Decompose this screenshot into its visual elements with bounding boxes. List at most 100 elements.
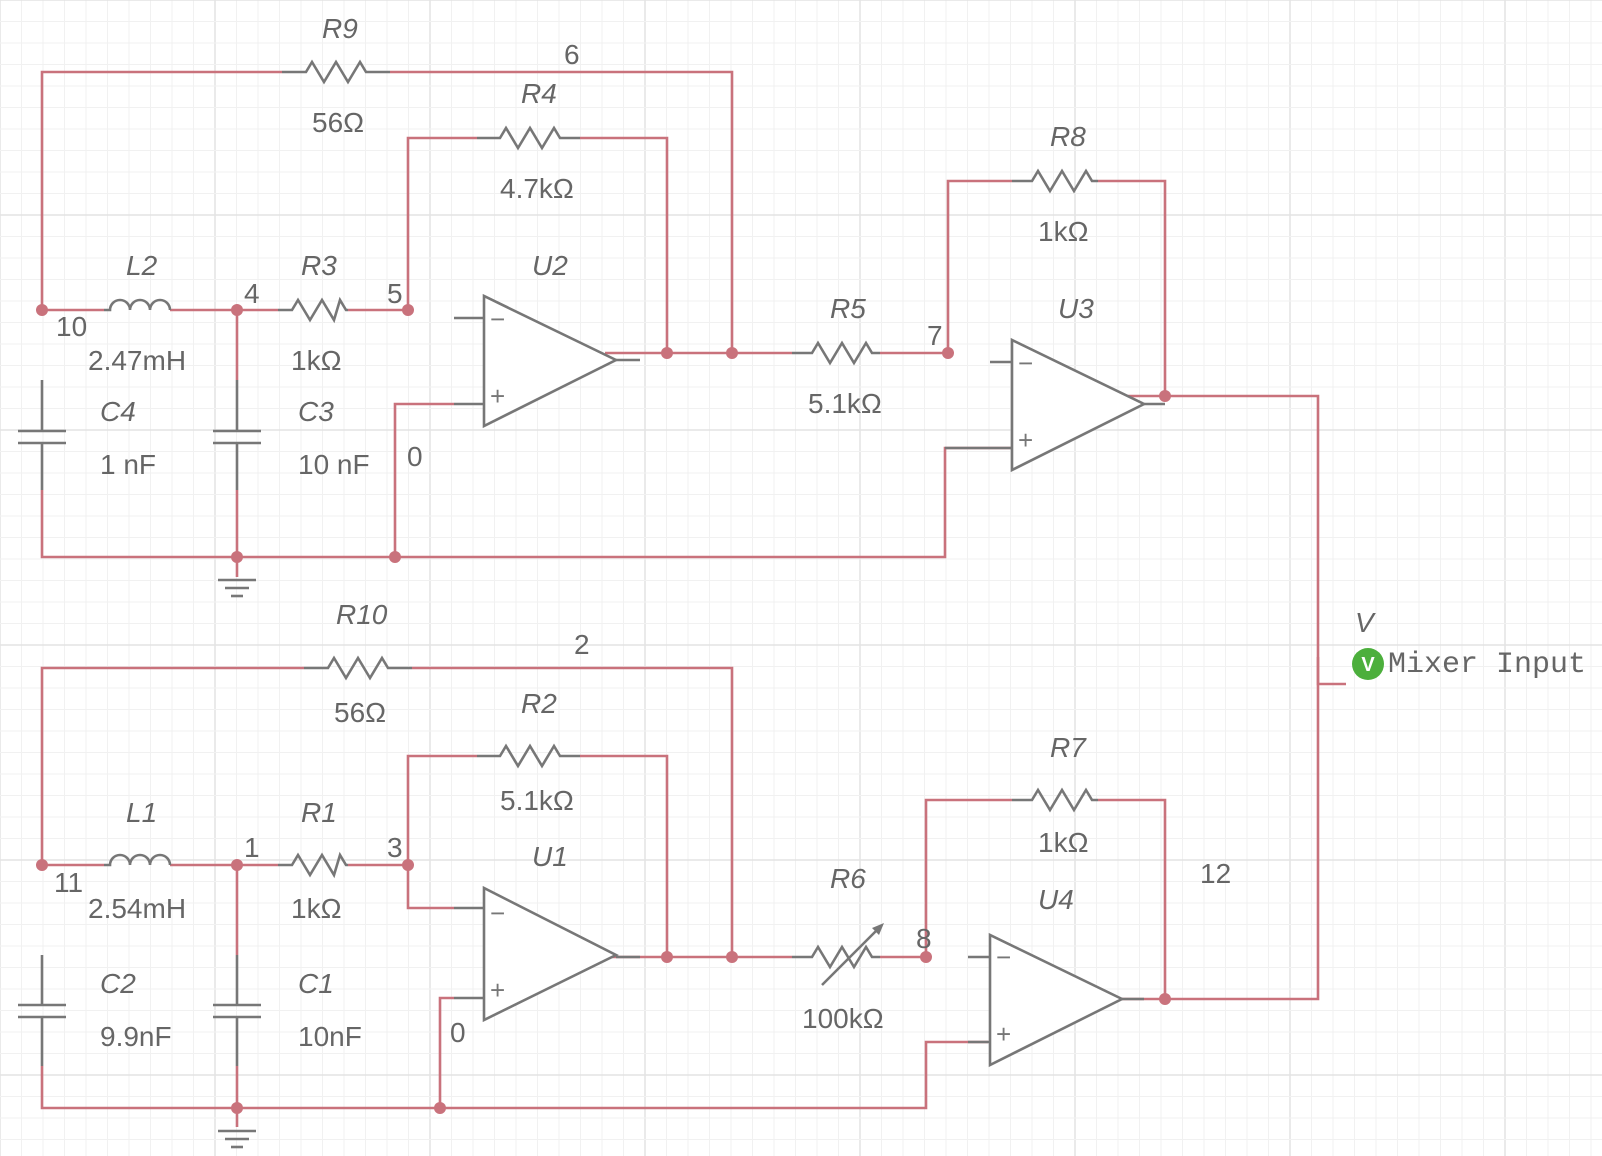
capacitor-c4[interactable] [18,380,66,490]
ref-label-c4: C4 [100,396,136,427]
wire-net-12[interactable] [1098,798,1167,999]
junction-node[interactable] [402,859,414,871]
value-label-r5: 5.1kΩ [808,388,882,419]
junction-node[interactable] [726,347,738,359]
ground-symbol-bottom[interactable] [218,1129,256,1149]
junction-node[interactable] [726,951,738,963]
resistor-r10[interactable] [304,655,412,681]
probe-label: Mixer Input [1388,648,1586,682]
value-label-c4: 1 nF [100,449,156,480]
junction-node[interactable] [231,1102,243,1114]
ref-label-r2: R2 [521,688,557,719]
junction-node[interactable] [1159,390,1171,402]
wire-probe-lead[interactable] [1316,657,1346,686]
junction-node[interactable] [231,304,243,316]
voltage-probe-mixer-input[interactable]: V V Mixer Input [1352,607,1586,682]
probe-ref-label: V [1355,607,1376,638]
value-label-r4: 4.7kΩ [500,173,574,204]
resistor-r9[interactable] [282,59,390,85]
net-label-8: 8 [916,923,932,954]
wire-net-2[interactable] [40,666,304,865]
wire-net-6[interactable] [390,70,734,353]
value-label-r9: 56Ω [312,107,364,138]
resistor-r1[interactable] [278,851,348,879]
wire-net-3[interactable] [406,754,477,865]
wire-net-5[interactable] [406,136,477,310]
ref-label-r5: R5 [830,293,866,324]
net-label-5: 5 [387,278,403,309]
junction-node[interactable] [402,304,414,316]
wire-u3-output[interactable] [1098,179,1167,396]
opamp-plus-sign: + [996,1019,1011,1049]
net-label-1: 1 [244,832,260,863]
opamp-minus-sign: − [1018,348,1033,378]
wire-net-0[interactable] [438,996,454,1108]
value-label-r8: 1kΩ [1038,216,1089,247]
ref-label-u1: U1 [532,841,568,872]
value-label-r2: 5.1kΩ [500,785,574,816]
ref-label-r10: R10 [336,599,388,630]
value-label-l1: 2.54mH [88,893,186,924]
potentiometer-r6[interactable] [792,923,884,986]
wire-net-2[interactable] [412,666,734,957]
capacitor-c2[interactable] [18,955,66,1066]
resistor-r5[interactable] [792,340,880,366]
net-label-2: 2 [574,629,590,660]
inductor-l2[interactable] [104,298,172,312]
junction-node[interactable] [434,1102,446,1114]
junction-node[interactable] [36,859,48,871]
opamp-u2[interactable] [454,293,640,429]
ref-label-r3: R3 [301,250,337,281]
resistor-r8[interactable] [1012,168,1098,194]
net-label-7: 7 [927,320,943,351]
net-label-0: 0 [450,1017,466,1048]
wire-net-8[interactable] [924,798,1012,957]
opamp-minus-sign: − [490,898,505,928]
opamp-u1[interactable] [454,885,640,1023]
junction-node[interactable] [661,951,673,963]
net-label-6: 6 [564,39,580,70]
resistor-r4[interactable] [477,125,580,151]
junction-node[interactable] [36,304,48,316]
resistor-r2[interactable] [477,743,580,769]
ref-label-r7: R7 [1050,732,1087,763]
wire-u3-output[interactable] [1122,394,1320,657]
wire-net-0[interactable] [393,402,454,557]
junction-node[interactable] [231,551,243,563]
junction-node[interactable] [231,859,243,871]
net-label-11: 11 [54,867,83,898]
ground-symbol-top[interactable] [218,578,256,598]
junction-node[interactable] [942,347,954,359]
net-label-12: 12 [1200,858,1231,889]
value-label-r6: 100kΩ [802,1003,884,1034]
opamp-minus-sign: − [490,304,505,334]
opamp-u3[interactable] [945,337,1165,473]
capacitor-c3[interactable] [213,380,261,490]
opamp-plus-sign: + [490,975,505,1005]
opamp-plus-sign: + [1018,425,1033,455]
junction-node[interactable] [920,951,932,963]
wire-net-12[interactable] [1122,657,1320,1001]
wire-net-6[interactable] [580,136,669,353]
capacitor-c1[interactable] [213,955,261,1066]
junction-node[interactable] [389,551,401,563]
voltmeter-icon[interactable] [1352,648,1384,680]
wire-ground-top[interactable] [40,446,1012,559]
wire-net-6[interactable] [40,70,282,310]
net-label-10: 10 [56,311,87,342]
wire-net-7[interactable] [946,179,1012,353]
value-label-l2: 2.47mH [88,345,186,376]
inductor-l1[interactable] [104,853,172,867]
junction-node[interactable] [661,347,673,359]
junction-node[interactable] [1159,993,1171,1005]
ref-label-l2: L2 [126,250,158,281]
wire-net-2[interactable] [580,754,669,957]
wire-ground-bottom[interactable] [40,1040,988,1110]
wire-net-3[interactable] [406,865,454,910]
opamp-u4[interactable] [968,932,1144,1068]
net-label-0: 0 [407,441,423,472]
ref-label-l1: L1 [126,797,157,828]
resistor-r7[interactable] [1012,787,1098,813]
resistor-r3[interactable] [278,296,348,324]
